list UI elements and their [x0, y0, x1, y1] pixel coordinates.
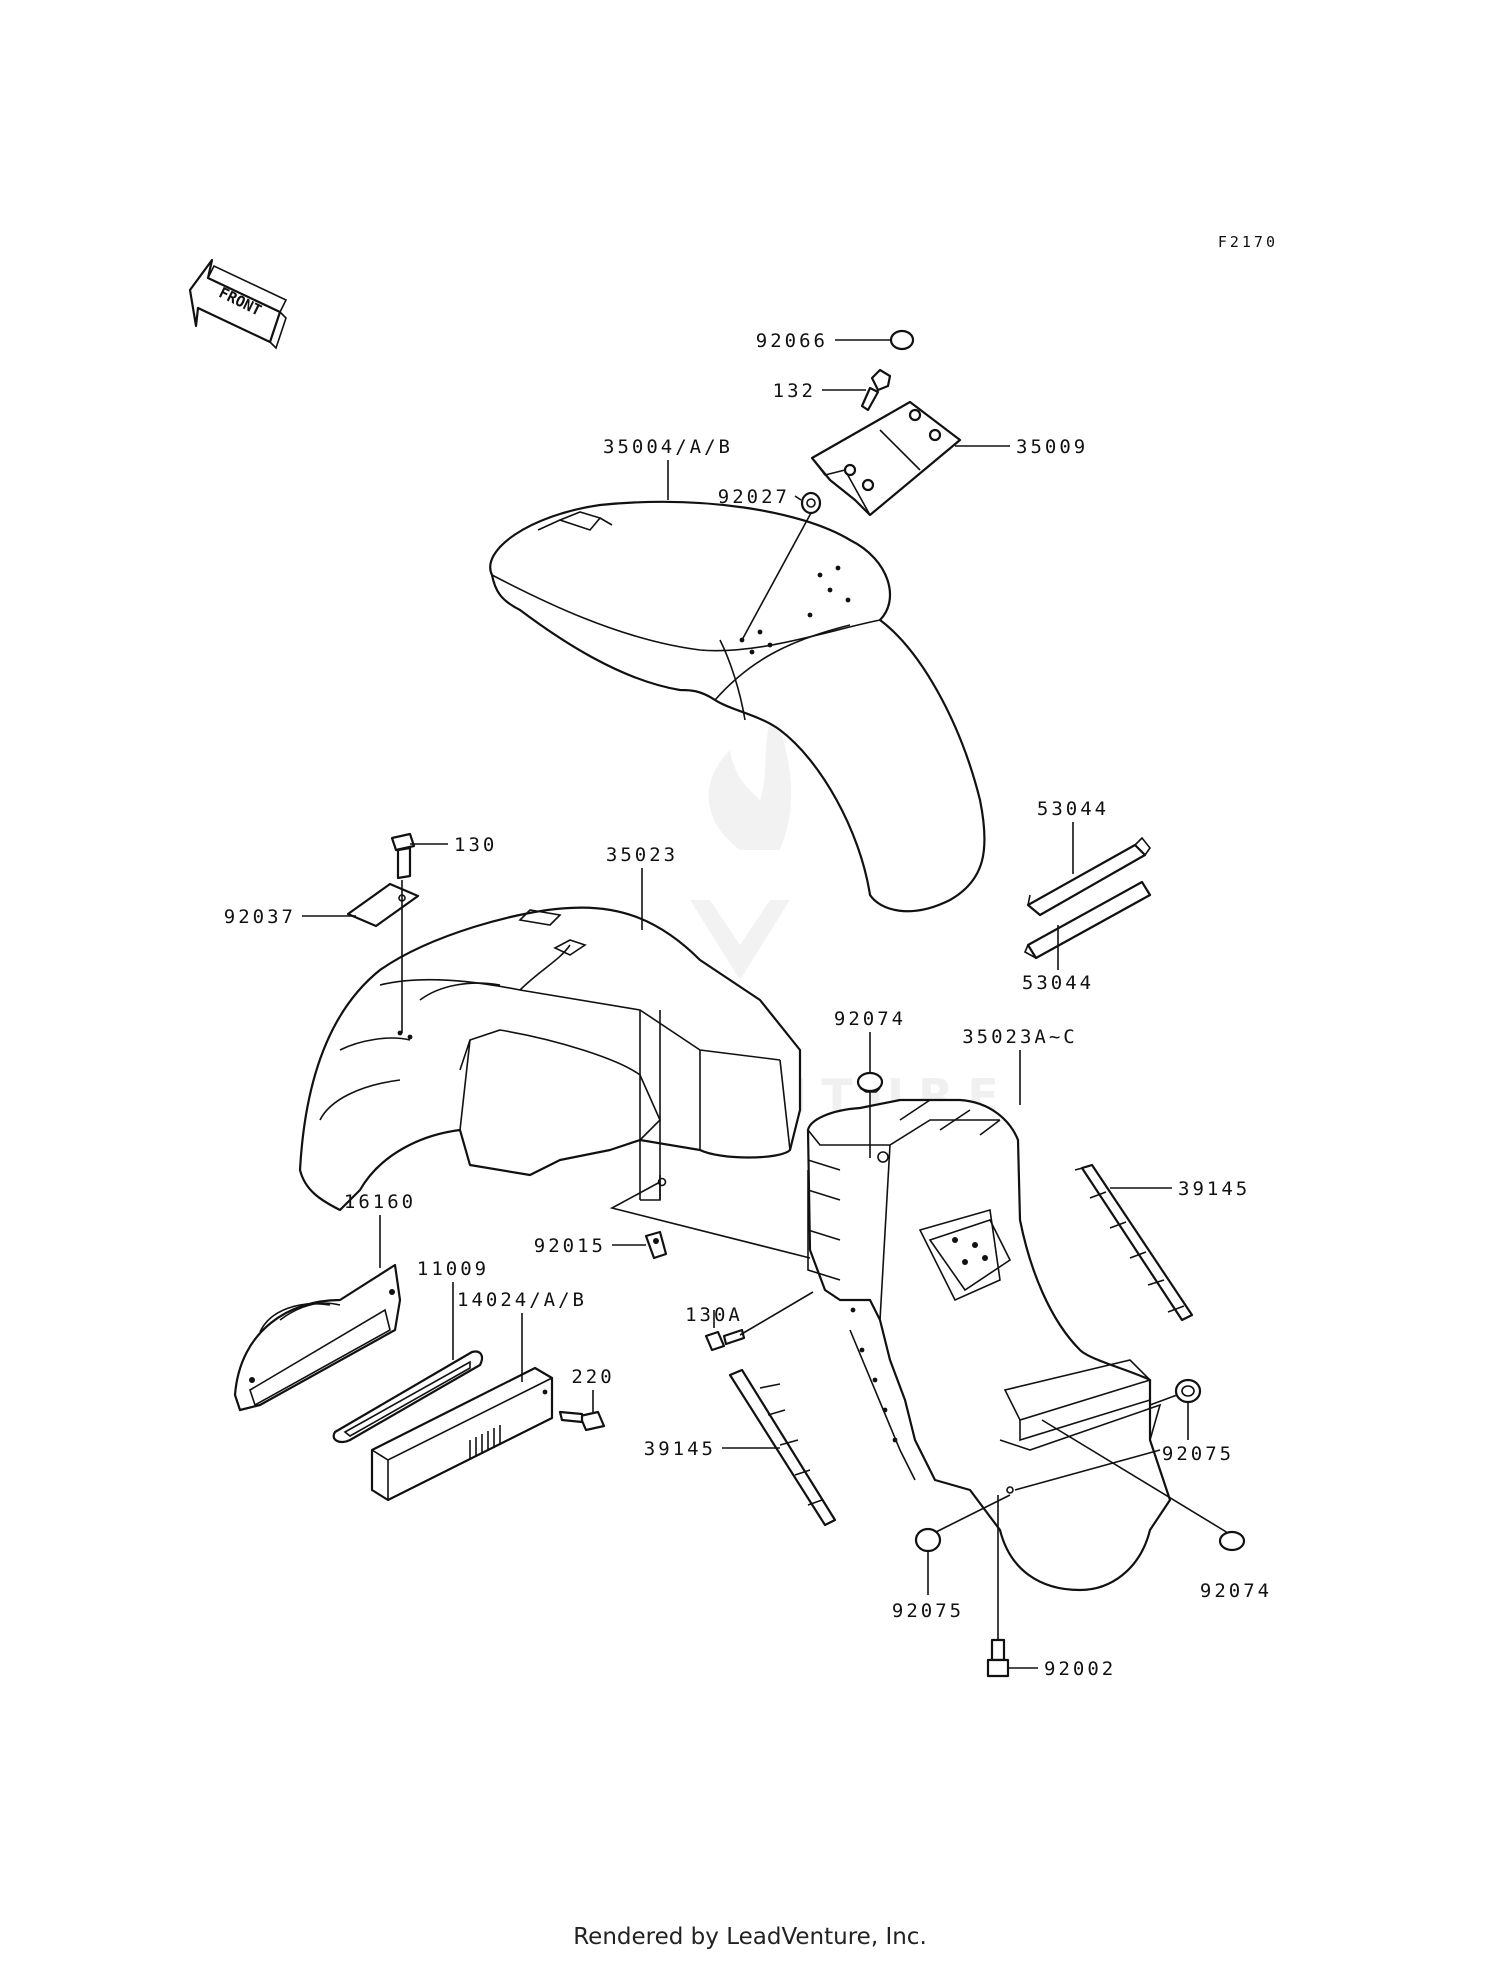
footer-credit: Rendered by LeadVenture, Inc.: [573, 1924, 927, 1950]
callout-92074-lower[interactable]: 92074: [1200, 1580, 1272, 1602]
leader-lines: [302, 339, 1229, 1669]
bolt-130: [390, 832, 416, 880]
bolt-130a: [704, 1328, 746, 1352]
bolt-92002: [986, 1638, 1010, 1678]
rear-fender-35023a: [806, 1098, 1172, 1592]
rear-fender-35023: [298, 906, 802, 1212]
callout-92074-upper[interactable]: 92074: [834, 1008, 906, 1030]
cap-92075-right: [1174, 1378, 1202, 1404]
bolt-132: [860, 368, 892, 412]
callout-132[interactable]: 132: [773, 380, 816, 402]
strip-53044-upper: [1026, 836, 1152, 917]
plate-92037: [346, 882, 420, 928]
callout-220[interactable]: 220: [571, 1366, 614, 1388]
front-fender-35004: [489, 500, 986, 913]
callout-35023[interactable]: 35023: [606, 844, 678, 866]
clip-92015: [644, 1230, 668, 1260]
callout-92037[interactable]: 92037: [224, 906, 296, 928]
cap-92066: [889, 329, 915, 351]
callout-53044-lower[interactable]: 53044: [1022, 972, 1094, 994]
callout-11009[interactable]: 11009: [417, 1258, 489, 1280]
callout-92075-left[interactable]: 92075: [892, 1600, 964, 1622]
callout-39145-lower[interactable]: 39145: [644, 1438, 716, 1460]
callout-92066[interactable]: 92066: [756, 330, 828, 352]
reflector-14024: [370, 1366, 554, 1502]
callout-35009[interactable]: 35009: [1016, 436, 1088, 458]
callout-35004[interactable]: 35004/A/B: [603, 436, 733, 458]
callout-130[interactable]: 130: [454, 834, 497, 856]
callout-130a[interactable]: 130A: [685, 1304, 743, 1326]
reflector-housing-16160: [233, 1263, 402, 1412]
gasket-11009: [332, 1350, 484, 1444]
cap-92074-upper: [856, 1071, 884, 1093]
callout-labels: 92066 132 35009 35004/A/B 92027 53044 53…: [224, 330, 1272, 1680]
callout-53044-upper[interactable]: 53044: [1037, 798, 1109, 820]
cap-92075-left: [914, 1527, 942, 1553]
callout-92075-right[interactable]: 92075: [1162, 1443, 1234, 1465]
callout-14024[interactable]: 14024/A/B: [457, 1289, 587, 1311]
strip-39145-lower: [728, 1368, 837, 1527]
callout-92015[interactable]: 92015: [534, 1235, 606, 1257]
diagram-code: F2170: [1218, 233, 1278, 251]
callout-39145-upper[interactable]: 39145: [1178, 1178, 1250, 1200]
screw-220: [558, 1410, 606, 1432]
front-arrow-icon: FRONT: [188, 258, 288, 350]
bracket-35009: [810, 400, 962, 517]
strip-53044-lower: [1023, 880, 1152, 960]
grommet-92027: [800, 491, 822, 515]
callout-16160[interactable]: 16160: [344, 1191, 416, 1213]
strip-39145-upper: [1074, 1163, 1194, 1322]
callout-35023a[interactable]: 35023A~C: [962, 1026, 1078, 1048]
callout-92002[interactable]: 92002: [1044, 1658, 1116, 1680]
cap-92074-lower: [1218, 1530, 1246, 1552]
callout-92027[interactable]: 92027: [718, 486, 790, 508]
